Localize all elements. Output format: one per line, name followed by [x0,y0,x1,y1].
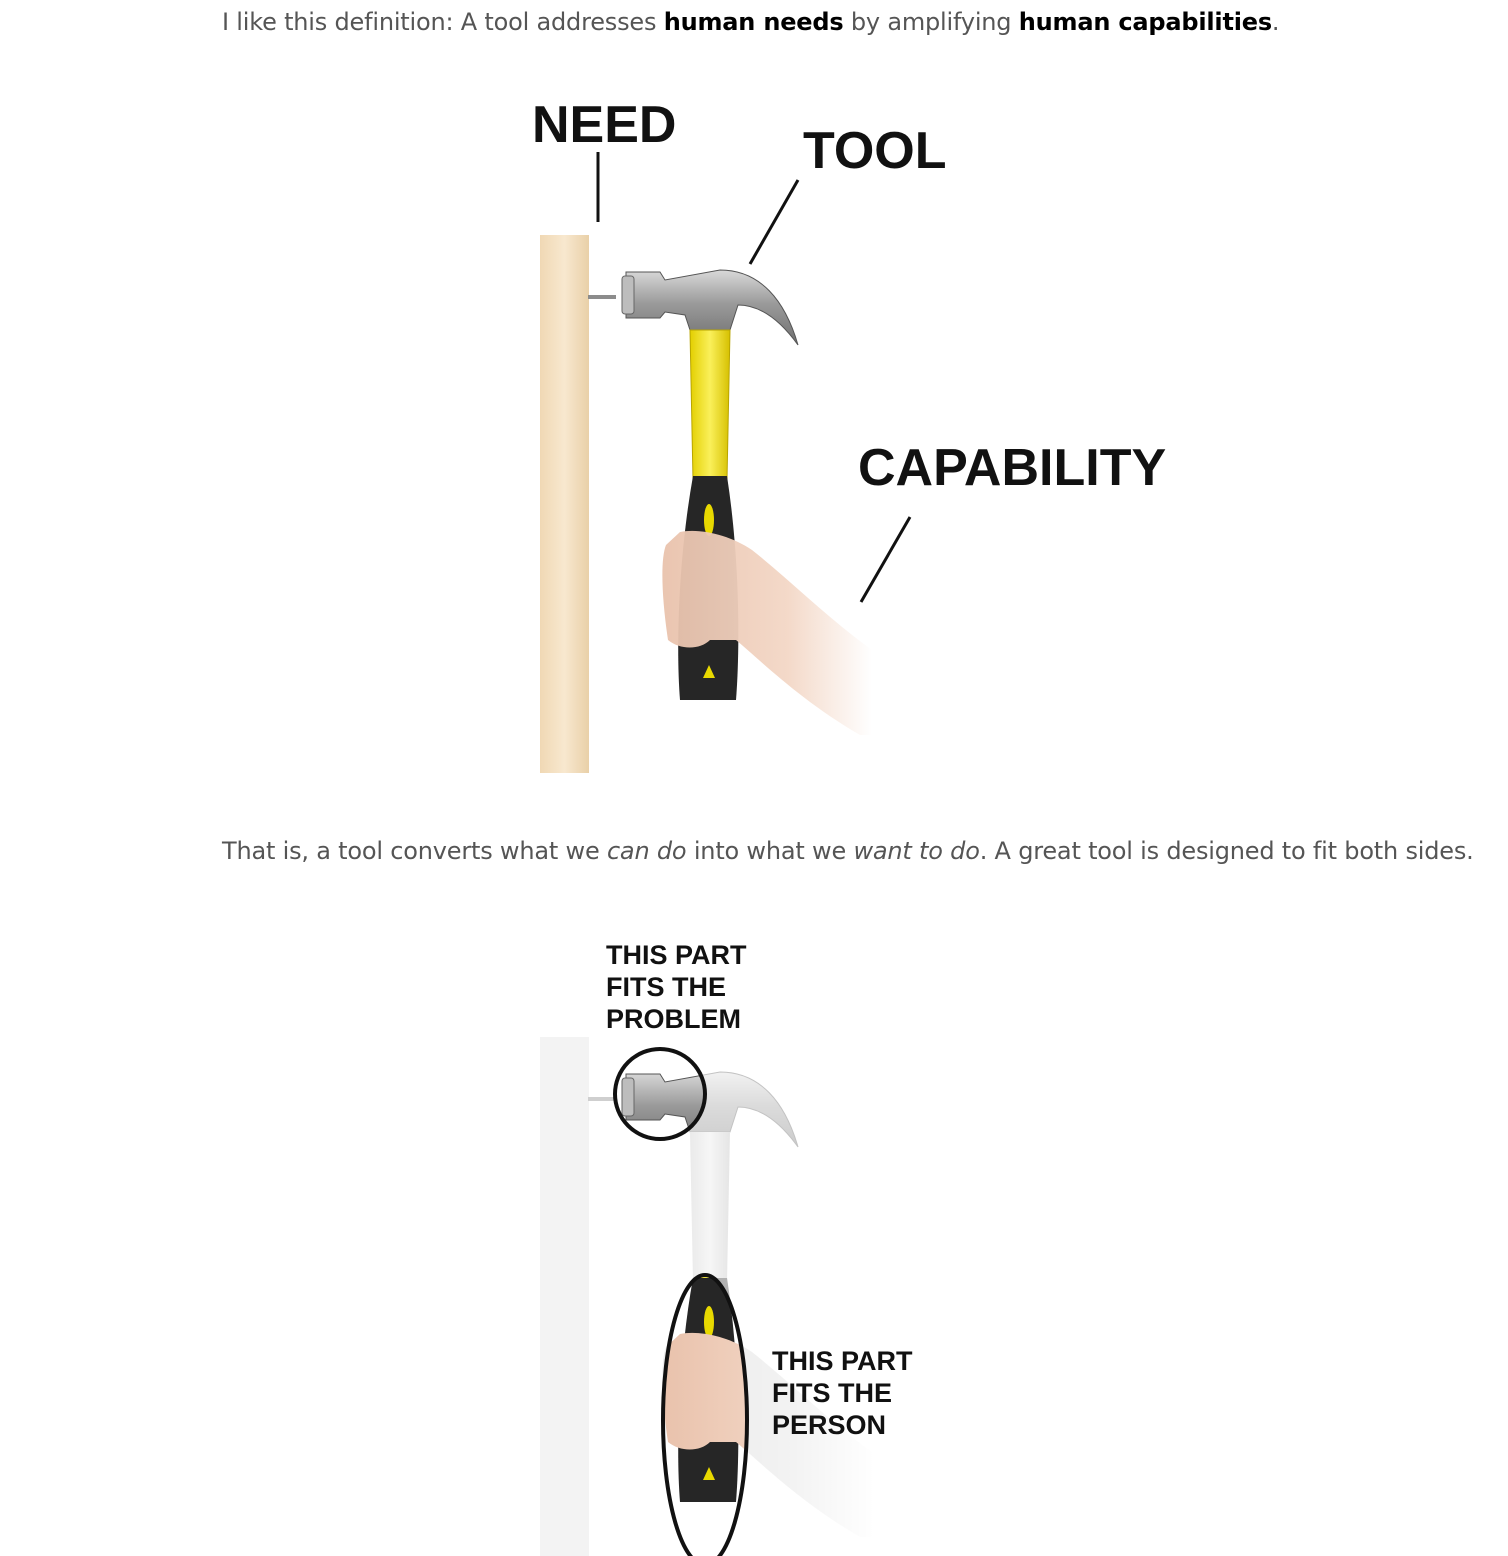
label-need: NEED [532,96,676,154]
explanation-paragraph: That is, a tool converts what we can do … [222,835,1474,867]
label-problem-line1: THIS PART [606,940,747,970]
label-person-line2: FITS THE [772,1378,892,1408]
hand [662,530,872,735]
label-tool: TOOL [803,122,946,180]
faded-hammer [621,1071,873,1538]
highlight-hammer-head [613,1047,707,1141]
intro-paragraph: I like this definition: A tool addresses… [222,6,1280,38]
intro-suffix: . [1271,8,1280,36]
tool-pointer-line [748,179,800,265]
faded-wood-plank [540,1037,589,1556]
capability-pointer-line [859,516,912,603]
wood-plank [540,235,589,773]
intro-bold-human-capabilities: human capabilities [1018,8,1272,36]
label-problem-line2: FITS THE [606,972,726,1002]
label-person-line1: THIS PART [772,1346,913,1376]
figure-need-tool-capability: NEED TOOL CAPABILITY [532,96,1166,773]
explanation-prefix: That is, a tool converts what we [222,837,607,865]
intro-bold-human-needs: human needs [663,8,844,36]
label-capability: CAPABILITY [858,439,1166,497]
explanation-suffix: . A great tool is designed to fit both s… [979,837,1474,865]
explanation-italic-can-do: can do [606,837,687,865]
explanation-italic-want-to-do: want to do [853,837,980,865]
highlight-hammer-grip [661,1273,749,1556]
label-person-line3: PERSON [772,1410,886,1440]
label-problem-line3: PROBLEM [606,1004,741,1034]
intro-prefix: I like this definition: A tool addresses [222,8,664,36]
intro-middle: by amplifying [843,8,1019,36]
explanation-middle: into what we [686,837,854,865]
nail [588,295,616,299]
